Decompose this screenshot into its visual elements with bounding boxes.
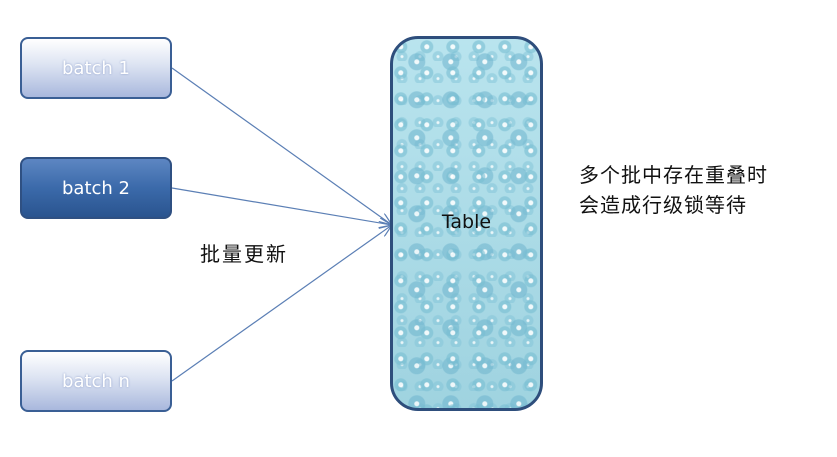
connector-batch-n <box>171 225 392 382</box>
connector-batch-2 <box>171 187 392 225</box>
annotation-line-1: 多个批中存在重叠时 <box>579 163 768 187</box>
batch-2-node: batch 2 <box>20 157 172 219</box>
batch-1-node: batch 1 <box>20 37 172 99</box>
connector-batch-1 <box>171 67 392 225</box>
batch-1-label: batch 1 <box>62 57 130 79</box>
batch-2-label: batch 2 <box>62 177 130 199</box>
batch-n-node: batch n <box>20 350 172 412</box>
annotation-line-2: 会造成行级锁等待 <box>579 193 747 217</box>
batch-n-label: batch n <box>62 370 130 392</box>
table-label: Table <box>441 210 492 233</box>
annotation-note: 多个批中存在重叠时 会造成行级锁等待 <box>579 160 768 220</box>
edge-label: 批量更新 <box>200 242 288 266</box>
table-node: Table <box>390 36 543 411</box>
